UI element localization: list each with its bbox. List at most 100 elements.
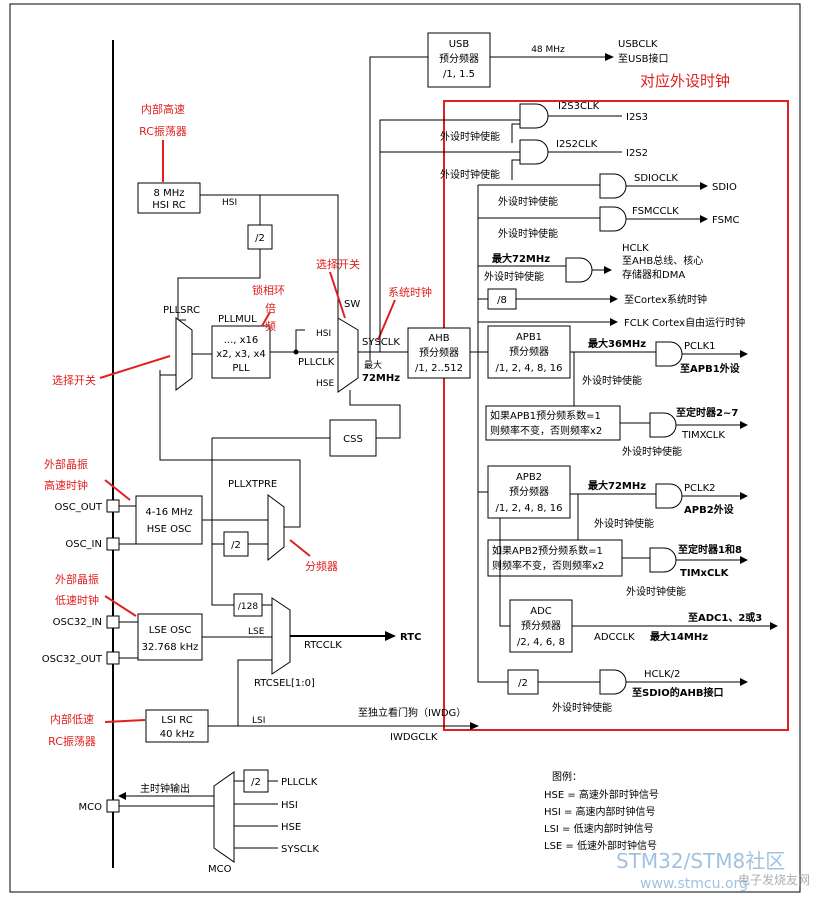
osc-in-label: OSC_IN <box>65 539 102 550</box>
css-wire <box>349 390 401 439</box>
adc-label: ADC <box>530 606 552 617</box>
pclk2-label: PCLK2 <box>684 483 716 494</box>
mco-in-hsi: HSI <box>281 800 298 811</box>
tim1-note-box <box>485 405 621 441</box>
usb-dest: 至USB接口 <box>618 52 669 65</box>
sw-hse: HSE <box>316 379 334 389</box>
usb-input-wire <box>369 56 428 360</box>
usb-prescaler-label: 预分频器 <box>439 52 479 65</box>
usb-arrow <box>605 53 614 61</box>
adc-prescaler-box <box>509 599 573 653</box>
lsi-annotation-2: RC振荡器 <box>48 734 96 748</box>
i2s2clk-label: I2S2CLK <box>556 139 598 150</box>
rtc-label: RTC <box>400 632 421 643</box>
pllxtpre-label: PLLXTPRE <box>228 479 277 490</box>
pll-label: PLL <box>232 363 250 374</box>
sdio-ahb-dest: 至SDIO的AHB接口 <box>632 686 723 699</box>
hsi-div2-to-pllsrc <box>177 249 261 321</box>
usb-label: USB <box>449 39 470 50</box>
hse-rtc-wire <box>211 438 234 606</box>
adc-arrow <box>770 622 778 630</box>
lse-pin-wires <box>119 621 138 659</box>
pll-mul-1: ..., x16 <box>224 335 259 346</box>
cortex-div8: /8 <box>497 295 507 306</box>
lse-pointer <box>104 595 137 617</box>
hsi-freq: 8 MHz <box>154 188 185 199</box>
hclk-gate <box>565 257 593 283</box>
apb2-prescaler-label: 预分频器 <box>509 485 549 498</box>
pllsrc-mux <box>175 317 193 391</box>
rtc-arrow <box>385 631 396 641</box>
mco-div2: /2 <box>251 777 261 788</box>
osc-in-pin <box>106 537 120 551</box>
sysclk-max: 最大 <box>364 359 382 371</box>
peripheral-highlight-box <box>443 100 789 731</box>
mco-in-sysclk: SYSCLK <box>281 844 319 855</box>
apb2-dest: APB2外设 <box>684 503 734 516</box>
pll-annotation-2: 倍 <box>265 301 276 315</box>
apb2-enable: 外设时钟使能 <box>594 517 654 530</box>
osc32-out-label: OSC32_OUT <box>42 654 103 665</box>
sw-hsi: HSI <box>316 329 331 339</box>
lsi-wire-label: LSI <box>252 716 265 726</box>
hse-pointer <box>104 479 131 501</box>
lsi-rtc-wire <box>237 659 272 726</box>
rtcsel-label: RTCSEL[1:0] <box>254 678 315 689</box>
apb2-prescaler-box <box>487 465 571 519</box>
pllxtpre-mux <box>267 494 285 562</box>
sw-mux <box>337 317 359 393</box>
i2s2-gate <box>519 139 549 165</box>
sdio-arrow <box>700 182 708 190</box>
hclk-enable: 外设时钟使能 <box>484 270 544 283</box>
pclk2-gate <box>655 483 683 509</box>
apb1-divisors: /1, 2, 4, 8, 16 <box>496 363 563 374</box>
tim1-arrow <box>740 421 748 429</box>
diagram-frame <box>9 3 801 893</box>
pclk2-arrow <box>740 492 748 500</box>
hsi-wire <box>200 194 339 328</box>
fsmcclk-label: FSMCCLK <box>632 206 679 217</box>
pllxtpre-div2: /2 <box>231 540 241 551</box>
pll-annotation-3: 频 <box>265 319 276 333</box>
sdio-ahb-arrow <box>740 678 748 686</box>
legend-title: 图例： <box>552 770 582 783</box>
sysclk-i2s-wire <box>379 119 520 352</box>
apb2-max: 最大72MHz <box>588 479 646 492</box>
hsi-rc-box <box>137 182 201 214</box>
lse-wire-label: LSE <box>248 627 265 637</box>
divider-pointer <box>289 539 311 557</box>
lsi-rc-label: LSI RC <box>161 715 192 726</box>
pllclk-label: PLLCLK <box>298 357 335 368</box>
iwdgclk-label: IWDGCLK <box>390 732 438 743</box>
tim1-note-1: 如果APB1预分频系数=1 <box>490 409 601 422</box>
mco-pin <box>106 799 120 813</box>
mco-mux <box>213 771 235 863</box>
usb-divisors: /1, 1.5 <box>443 69 475 80</box>
hsi-annotation-1: 内部高速 <box>141 102 185 116</box>
tim2-dest: 至定时器1和8 <box>678 543 742 556</box>
mco-input-wires <box>234 803 278 849</box>
sysclk-annotation: 系统时钟 <box>388 285 432 299</box>
sw-label: SW <box>344 299 360 310</box>
fsmc-arrow <box>700 215 708 223</box>
lsi-freq: 40 kHz <box>160 729 194 740</box>
tim2-clk: TIMxCLK <box>680 568 730 579</box>
hsi-annotation-2: RC振荡器 <box>139 124 187 138</box>
i2s3-gate <box>519 103 549 129</box>
hse-out-wire <box>202 519 268 545</box>
fsmc-label: FSMC <box>712 215 740 226</box>
iwdg-arrow <box>470 722 479 730</box>
pllsrc-hse-in <box>159 370 176 376</box>
iwdg-dest: 至独立看门狗（IWDG） <box>358 706 466 719</box>
lsi-annotation-1: 内部低速 <box>50 712 94 726</box>
pclk1-gate <box>655 341 683 367</box>
ahb-prescaler-label: 预分频器 <box>419 346 459 359</box>
apb1-max: 最大36MHz <box>588 337 646 350</box>
adc-dest: 至ADC1、2或3 <box>688 611 762 624</box>
tim1-enable: 外设时钟使能 <box>622 445 682 458</box>
select-left-pointer <box>99 355 171 379</box>
hclk-label: HCLK <box>622 243 649 254</box>
watermark-line2: www.stmcu.org <box>640 876 748 892</box>
lse-annotation-1: 外部晶振 <box>55 572 99 586</box>
